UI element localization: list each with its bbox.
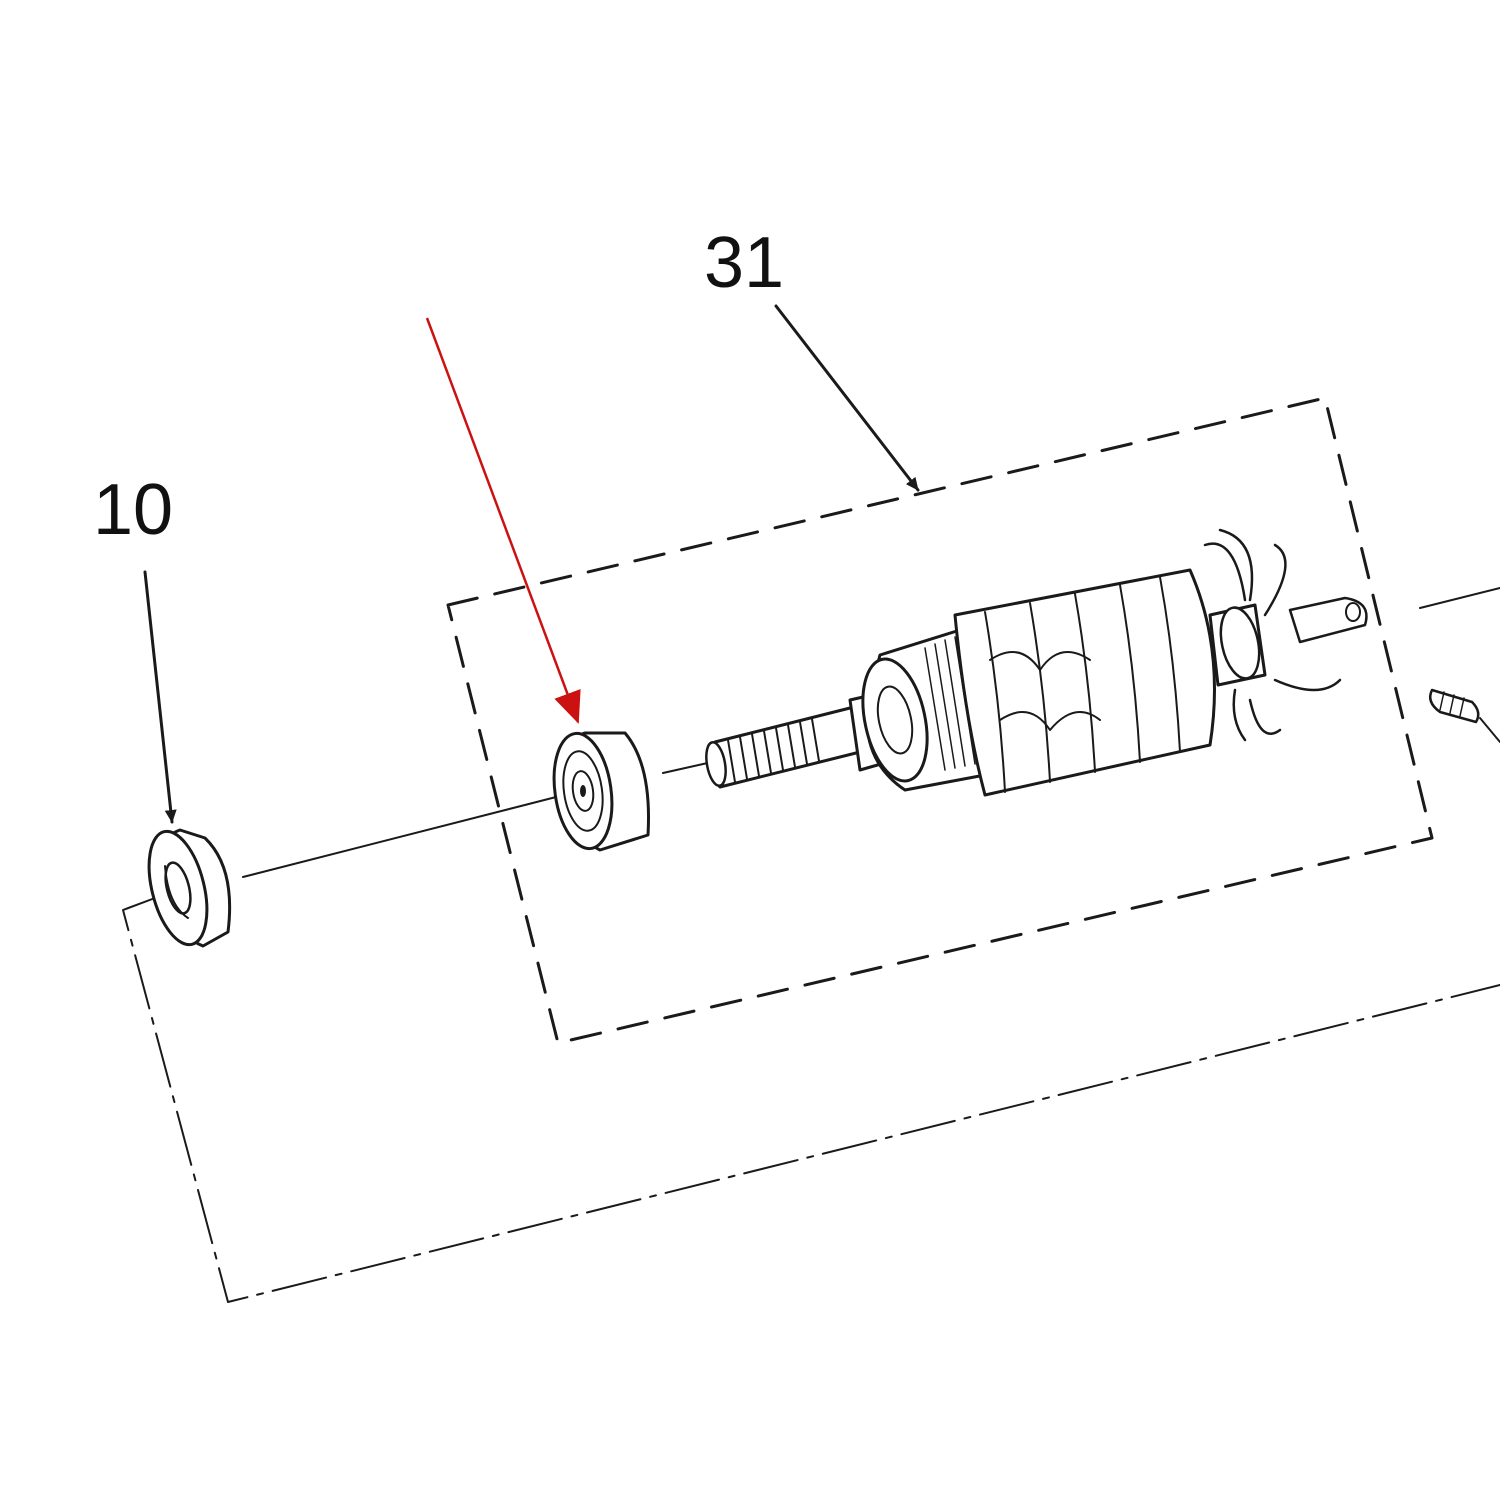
- leader-arrow-10: [143, 570, 177, 824]
- callout-label-31: 31: [704, 223, 784, 303]
- washer-part-10: [147, 828, 232, 948]
- leader-arrow-31: [774, 304, 920, 492]
- callout-label-10: 10: [93, 470, 173, 550]
- small-screw: [1429, 688, 1500, 743]
- highlight-arrow: [425, 317, 581, 724]
- axis-line-right: [1419, 587, 1500, 609]
- axis-line-bearing-to-shaft: [662, 761, 713, 774]
- axis-line-washer-to-bearing: [242, 795, 561, 878]
- armature-assembly: [705, 528, 1368, 797]
- ball-bearing: [552, 731, 650, 852]
- assembly-dashed-boundary: [446, 396, 1434, 1045]
- dashdot-frame-outline: [122, 897, 1500, 1303]
